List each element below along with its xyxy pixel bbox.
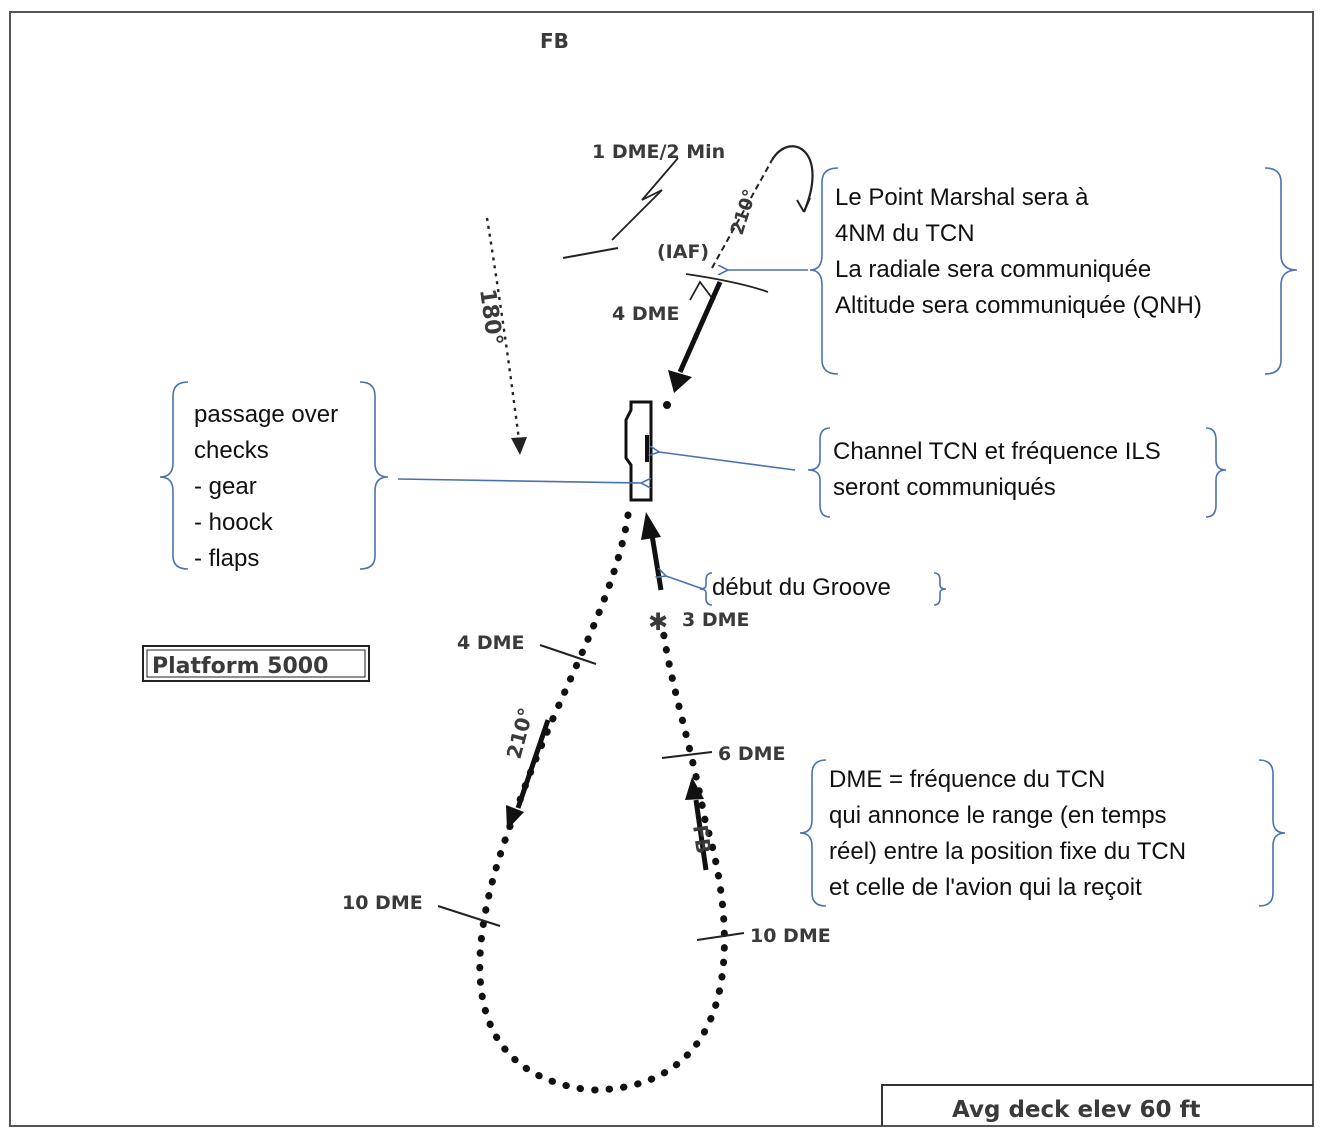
three-dme-star: ✱	[648, 608, 668, 636]
checks-line-4: - hoock	[194, 509, 273, 536]
teardrop-track	[476, 511, 728, 1094]
deck-elev-label: Avg deck elev 60 ft	[952, 1097, 1201, 1123]
fb-arrowhead	[685, 777, 704, 800]
turn-180-track	[485, 217, 522, 449]
deck-elev-box	[881, 1084, 1313, 1126]
inbound-arrowhead	[668, 370, 692, 393]
radial-outbound-label: 210°	[502, 705, 539, 761]
iaf-label: (IAF)	[657, 241, 709, 263]
channel-line-2: seront communiqués	[833, 474, 1056, 501]
channel-brace-right	[1205, 427, 1227, 518]
groove-arrow	[666, 576, 704, 590]
dme-line-3: réel) entre la position fixe du TCN	[829, 838, 1187, 865]
marshal-brace-left	[809, 167, 839, 375]
dme-3-label: 3 DME	[682, 609, 750, 631]
channel-arrow	[659, 452, 796, 471]
groove-arrowhead	[641, 512, 661, 540]
dme-10-right-label: 10 DME	[750, 925, 831, 947]
dme-6-tick	[661, 751, 713, 759]
dme-line-4: et celle de l'avion qui la reçoit	[829, 874, 1142, 901]
groove-annotation: début du Groove	[712, 570, 891, 606]
groove-line: début du Groove	[712, 574, 891, 601]
marshal-brace-right	[1264, 167, 1298, 375]
dme-4-top-label: 4 DME	[612, 303, 680, 325]
dme-annotation: DME = fréquence du TCN qui annonce le ra…	[829, 762, 1186, 906]
marshal-line-1: Le Point Marshal sera à	[835, 184, 1089, 211]
holding-pattern	[562, 145, 814, 301]
platform-box	[142, 645, 370, 682]
dme-4-left-tick	[539, 644, 597, 665]
annotation-overlays	[159, 167, 1298, 907]
radial-inbound-label: 210°	[727, 187, 761, 238]
groove-brace-left	[699, 572, 713, 606]
channel-brace-left	[807, 427, 831, 518]
checks-brace-right	[359, 381, 389, 570]
dme-line-2: qui annonce le range (en temps	[829, 802, 1167, 829]
inbound-track	[677, 280, 723, 374]
fb-track	[693, 799, 709, 871]
dme-10-left-label: 10 DME	[342, 892, 423, 914]
outbound-arrowhead	[506, 805, 524, 830]
turn-180-arrowhead	[511, 437, 527, 455]
platform-box-inner	[146, 649, 366, 678]
marshal-line-3: La radiale sera communiquée	[835, 256, 1152, 283]
holding-label: 1 DME/2 Min	[592, 141, 725, 163]
groove-brace-right	[933, 572, 947, 606]
channel-annotation: Channel TCN et fréquence ILS seront comm…	[833, 434, 1161, 506]
turn-180-label: 180°	[474, 287, 507, 347]
marshal-line-4: Altitude sera communiquée (QNH)	[835, 292, 1202, 319]
dme-10-left-tick	[437, 905, 501, 927]
fb-course-label: FB	[688, 823, 716, 855]
dme-10-right-tick	[696, 932, 745, 941]
dme-4-left-label: 4 DME	[457, 632, 525, 654]
channel-line-1: Channel TCN et fréquence ILS	[833, 438, 1161, 465]
checks-arrow	[397, 479, 641, 483]
dme-brace-right	[1258, 759, 1286, 907]
dme-line-1: DME = fréquence du TCN	[829, 766, 1106, 793]
outbound-track	[515, 719, 551, 809]
checks-line-1: passage over	[194, 401, 339, 428]
platform-label: Platform 5000	[152, 654, 328, 679]
fb-top-label: FB	[540, 29, 569, 53]
marshal-annotation: Le Point Marshal sera à 4NM du TCN La ra…	[835, 180, 1202, 324]
ship-outline	[624, 400, 653, 502]
marshal-line-2: 4NM du TCN	[835, 220, 975, 247]
ship-marker-dot	[663, 401, 671, 409]
checks-brace-left	[159, 381, 189, 570]
groove-track	[649, 534, 664, 591]
checks-annotation: passage over checks - gear - hoock - fla…	[194, 397, 338, 577]
checks-line-5: - flaps	[194, 545, 260, 572]
dme-6-label: 6 DME	[718, 743, 786, 765]
dme-brace-left	[799, 759, 827, 907]
chart-frame	[9, 11, 1314, 1127]
checks-line-2: checks	[194, 437, 269, 464]
checks-line-3: - gear	[194, 473, 257, 500]
